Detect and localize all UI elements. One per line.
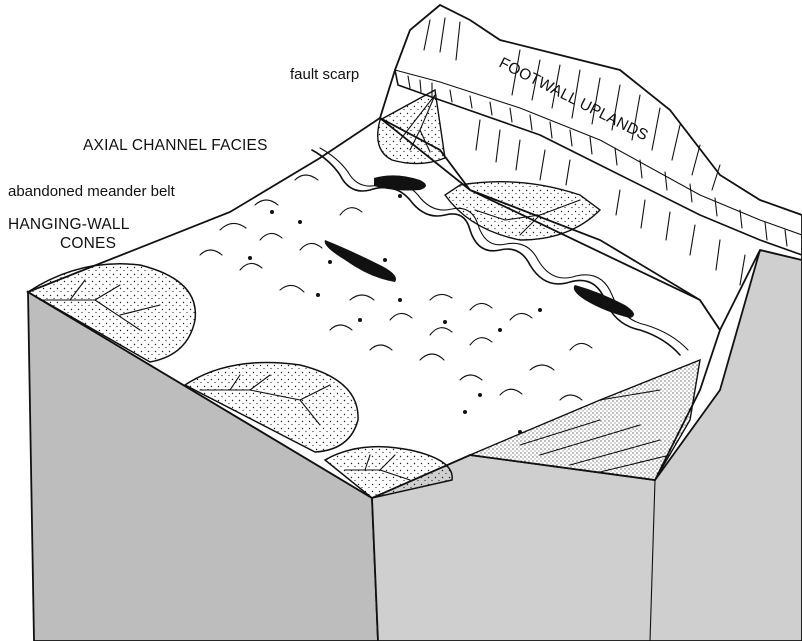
- label-hanging-wall-cones-line1: HANGING-WALL: [8, 216, 130, 233]
- label-hanging-wall-cones-line2: CONES: [60, 235, 116, 252]
- label-abandoned-meander-belt: abandoned meander belt: [8, 183, 176, 200]
- label-axial-channel-facies: AXIAL CHANNEL FACIES: [83, 137, 268, 154]
- label-fault-scarp: fault scarp: [290, 66, 359, 83]
